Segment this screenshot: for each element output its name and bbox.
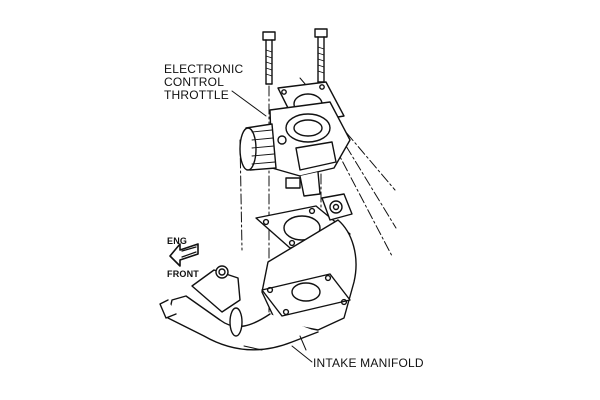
eng-front-arrow-icon bbox=[169, 243, 199, 267]
eng-front-label: ENG FRONT bbox=[167, 214, 199, 302]
bolt-right bbox=[314, 28, 328, 83]
electronic-throttle-body bbox=[239, 101, 351, 197]
front-label: FRONT bbox=[167, 269, 199, 279]
throttle-label-line3: THROTTLE bbox=[164, 88, 229, 102]
intake-manifold bbox=[159, 219, 357, 351]
bolt-left bbox=[262, 31, 276, 85]
eng-label: ENG bbox=[167, 236, 188, 246]
leader-lines bbox=[231, 90, 313, 363]
throttle-label-line2: CONTROL bbox=[164, 75, 225, 89]
throttle-label-line1: ELECTRONIC bbox=[164, 62, 244, 76]
intake-manifold-label: INTAKE MANIFOLD bbox=[313, 356, 424, 370]
electronic-control-throttle-label: ELECTRONIC CONTROL THROTTLE bbox=[164, 63, 243, 102]
manifold-sensor-boss bbox=[321, 193, 353, 221]
